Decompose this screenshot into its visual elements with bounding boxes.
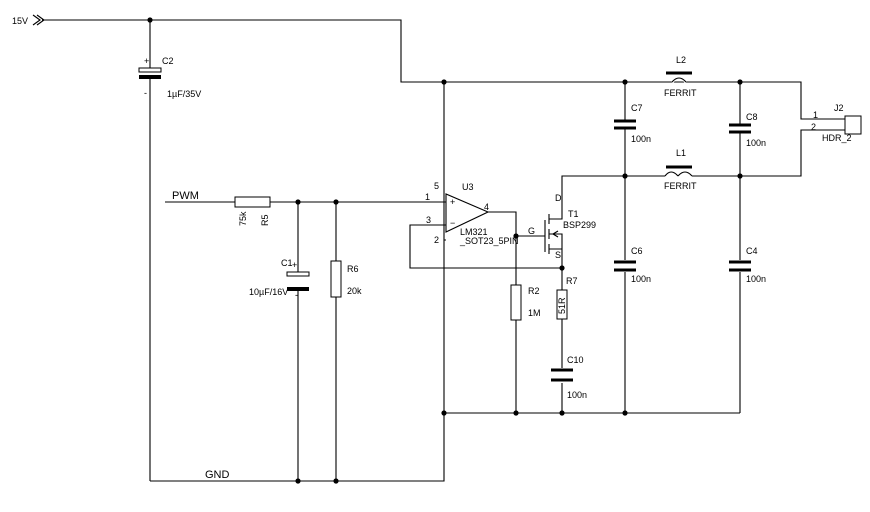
r2-value: 1M bbox=[528, 308, 541, 318]
c6-ref: C6 bbox=[631, 246, 643, 256]
r5-value: 75k bbox=[238, 211, 248, 226]
c1-value: 10µF/16V bbox=[249, 287, 288, 297]
c1-minus-sign: - bbox=[295, 290, 298, 300]
j2-value: HDR_2 bbox=[822, 133, 852, 143]
r5-ref: R5 bbox=[260, 214, 270, 226]
t1-pin-d: D bbox=[555, 193, 562, 203]
capacitor-c4: C4 100n bbox=[729, 246, 766, 284]
c10-ref: C10 bbox=[567, 355, 584, 365]
resistor-r5: 75k R5 bbox=[234, 196, 271, 226]
r6-value: 20k bbox=[347, 286, 362, 296]
u3-plus-sign: + bbox=[450, 197, 455, 207]
opamp-u3: + − 5 1 3 2 4 U3 LM321 _SOT23_5PIN bbox=[425, 181, 519, 246]
u3-pin4: 4 bbox=[484, 202, 489, 212]
t1-value: BSP299 bbox=[563, 220, 596, 230]
capacitor-c2: + - C2 1µF/35V bbox=[138, 56, 201, 99]
u3-ref: U3 bbox=[462, 182, 474, 192]
c7-ref: C7 bbox=[631, 103, 643, 113]
l1-value: FERRIT bbox=[664, 181, 697, 191]
c4-value: 100n bbox=[746, 274, 766, 284]
u3-value: LM321 bbox=[460, 227, 488, 237]
c10-value: 100n bbox=[567, 390, 587, 400]
u3-pin3: 3 bbox=[426, 215, 431, 225]
capacitor-c10: C10 100n bbox=[551, 355, 587, 400]
c1-ref: C1 bbox=[281, 258, 293, 268]
c2-value: 1µF/35V bbox=[167, 89, 201, 99]
resistor-r6: R6 20k bbox=[330, 260, 362, 298]
resistor-r7: R7 51R bbox=[556, 276, 578, 320]
ferrite-l2: L2 FERRIT bbox=[664, 55, 697, 98]
junction-dots bbox=[147, 17, 743, 484]
gnd-label: GND bbox=[205, 469, 230, 481]
u3-package: _SOT23_5PIN bbox=[459, 236, 519, 246]
r7-ref: R7 bbox=[566, 276, 578, 286]
j2-ref: J2 bbox=[834, 103, 844, 113]
c8-ref: C8 bbox=[746, 112, 758, 122]
c2-ref: C2 bbox=[162, 56, 174, 66]
capacitor-c1: C1 + - 10µF/16V bbox=[249, 258, 310, 300]
j2-pin2: 2 bbox=[811, 122, 816, 132]
l2-ref: L2 bbox=[676, 55, 686, 65]
capacitor-c8: C8 100n bbox=[729, 112, 766, 148]
l1-ref: L1 bbox=[676, 148, 686, 158]
t1-pin-s: S bbox=[555, 250, 561, 260]
c2-plus-sign: + bbox=[144, 56, 149, 66]
t1-pin-g: G bbox=[528, 226, 535, 236]
c4-ref: C4 bbox=[746, 246, 758, 256]
l2-value: FERRIT bbox=[664, 88, 697, 98]
capacitor-c7: C7 100n bbox=[614, 103, 651, 144]
supply-label: 15V bbox=[12, 16, 28, 26]
ferrite-l1: L1 FERRIT bbox=[664, 148, 697, 191]
u3-minus-sign: − bbox=[450, 218, 455, 228]
mosfet-t1: G D S T1 BSP299 bbox=[528, 193, 596, 260]
u3-pin1: 1 bbox=[425, 192, 430, 202]
r6-ref: R6 bbox=[347, 264, 359, 274]
c8-value: 100n bbox=[746, 138, 766, 148]
r2-ref: R2 bbox=[528, 286, 540, 296]
r7-value: 51R bbox=[557, 297, 567, 314]
u3-pin2: 2 bbox=[434, 235, 439, 245]
j2-pin1: 1 bbox=[813, 110, 818, 120]
c1-plus-sign: + bbox=[292, 260, 297, 270]
pwm-label: PWM bbox=[172, 190, 199, 202]
c6-value: 100n bbox=[631, 274, 651, 284]
supply-port: 15V bbox=[12, 14, 45, 26]
t1-ref: T1 bbox=[568, 209, 579, 219]
resistor-r2: R2 1M bbox=[510, 284, 541, 321]
c7-value: 100n bbox=[631, 134, 651, 144]
wires bbox=[42, 19, 838, 482]
u3-pin5: 5 bbox=[434, 181, 439, 191]
connector-j2: 1 2 J2 HDR_2 bbox=[811, 103, 862, 143]
c2-minus-sign: - bbox=[144, 88, 147, 98]
capacitor-c6: C6 100n bbox=[614, 246, 651, 284]
